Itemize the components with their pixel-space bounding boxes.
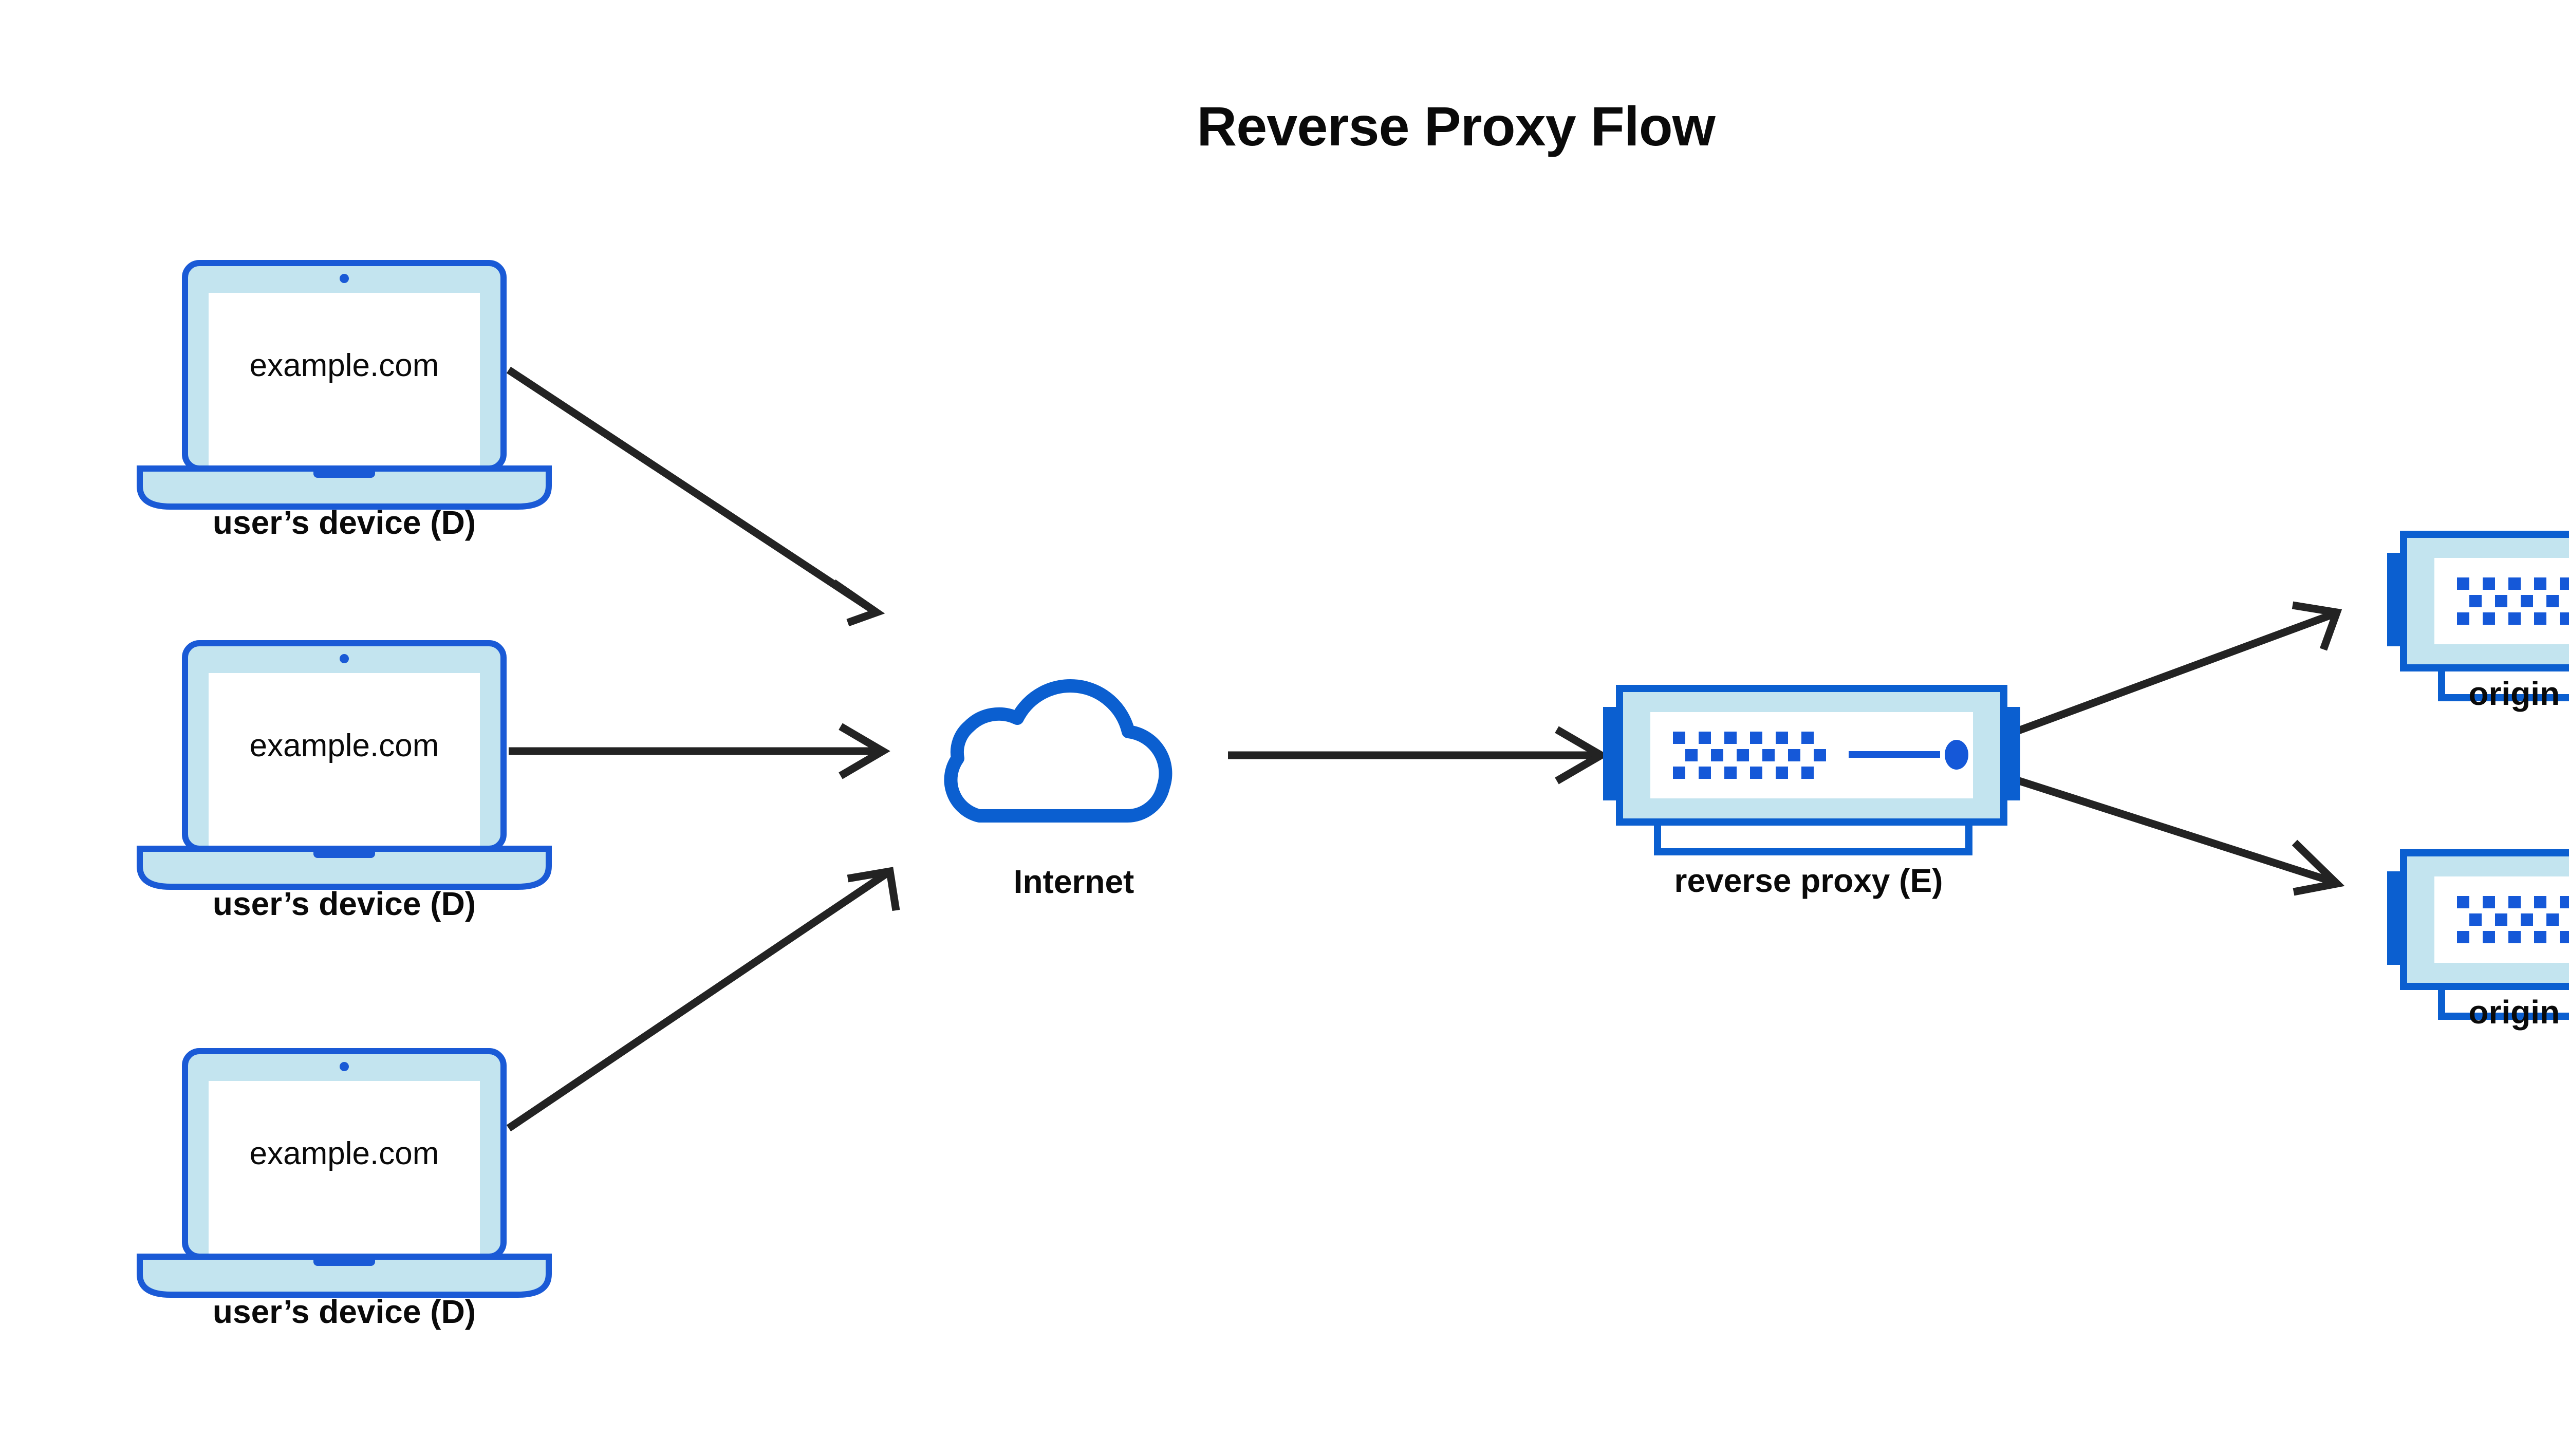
- server-icon-reverse-proxy[interactable]: [1603, 688, 2020, 852]
- laptop-icon-device-2[interactable]: [140, 643, 549, 887]
- node-label-origin-2: origin server (F): [2468, 994, 2569, 1031]
- server-icon-origin-1[interactable]: [2387, 534, 2569, 698]
- page-title: Reverse Proxy Flow: [1197, 95, 1715, 157]
- node-label-internet: Internet: [1013, 863, 1134, 900]
- server-icon-origin-2[interactable]: [2387, 853, 2569, 1016]
- node-label-origin-1: origin server (F): [2468, 675, 2569, 712]
- edge-device3-internet: [506, 867, 900, 1132]
- edge-device2-internet: [509, 723, 890, 779]
- node-label-device-2: user’s device (D): [212, 885, 476, 922]
- edge-proxy-origin1: [1992, 601, 2342, 744]
- edge-device1-internet: [506, 366, 885, 627]
- node-label-device-3: user’s device (D): [212, 1293, 476, 1330]
- node-label-reverse-proxy: reverse proxy (E): [1674, 862, 1943, 899]
- laptop-icon-device-1[interactable]: [140, 263, 549, 507]
- laptop-screen-text-device-2: example.com: [249, 728, 439, 763]
- laptop-screen-text-device-1: example.com: [249, 348, 439, 383]
- laptop-icon-device-3[interactable]: [140, 1051, 549, 1295]
- edge-internet-proxy: [1228, 726, 1609, 785]
- node-label-device-1: user’s device (D): [212, 504, 476, 541]
- laptop-screen-text-device-3: example.com: [249, 1136, 439, 1171]
- cloud-icon-internet[interactable]: [951, 686, 1166, 816]
- edge-proxy-origin2: [1992, 769, 2345, 896]
